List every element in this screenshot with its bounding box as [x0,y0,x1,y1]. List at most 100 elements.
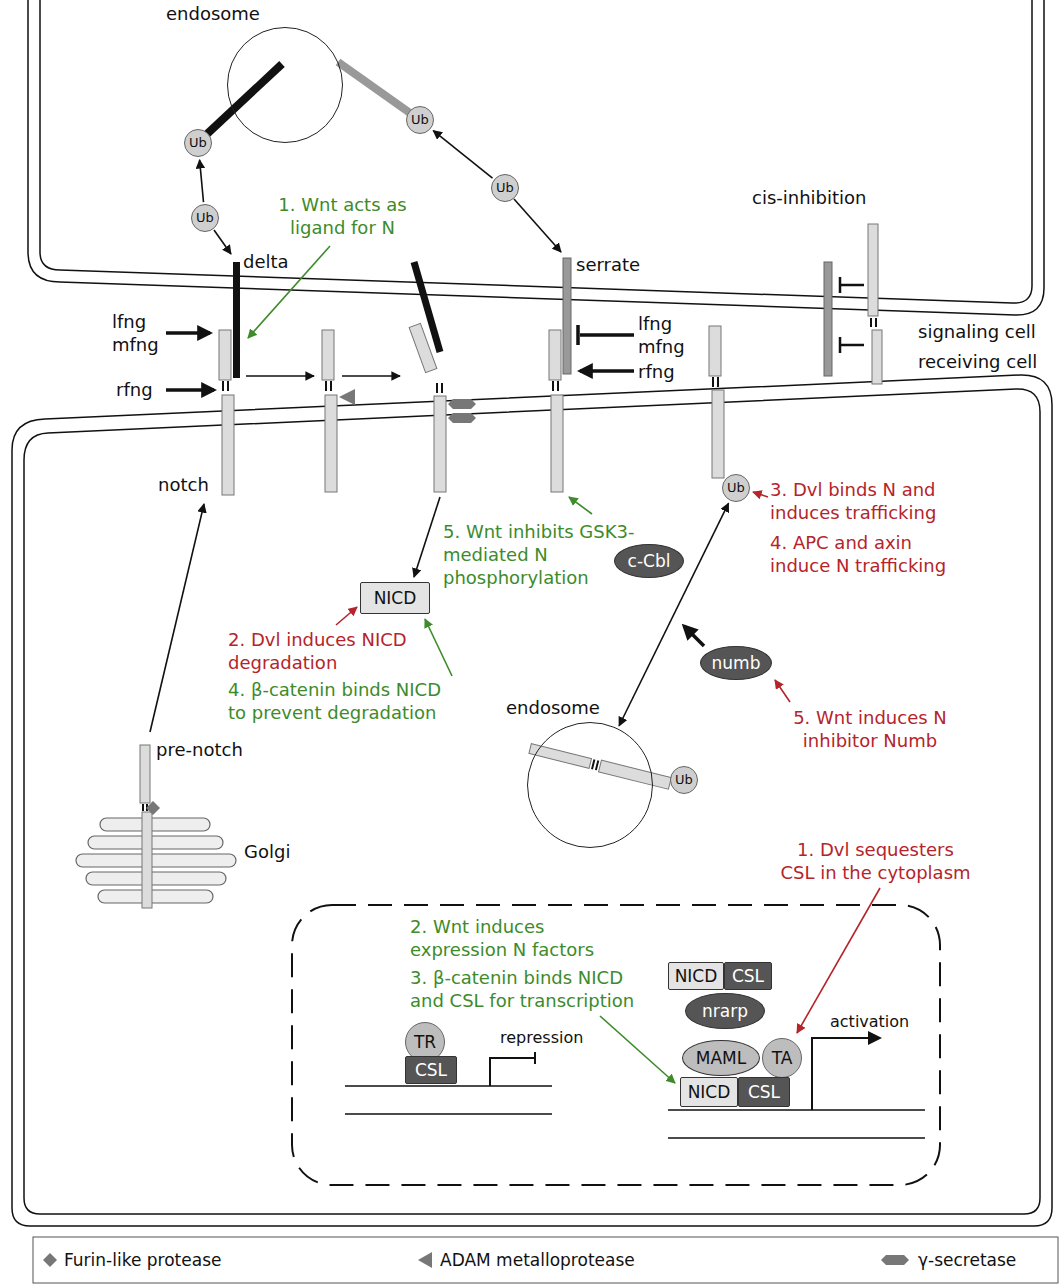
process-name: cis-inhibition [752,186,867,209]
receptor-name: pre-notch [156,738,243,761]
enzyme-name: lfng mfng [112,310,172,356]
node-label: NICD [374,589,417,608]
node-label: Ub [411,113,429,127]
protein-ellipse: numb [700,646,772,680]
cis-notch [868,224,878,316]
transmembrane-ticks [143,804,147,811]
organelle-label: endosome [166,4,260,24]
notch-extracellular [709,326,721,376]
ubiquitin-tag: Ub [722,474,750,502]
csl-box: CSL [738,1077,790,1107]
coactivator-ellipse: MAML [682,1040,760,1076]
golgi-cisterna [88,836,223,849]
signaling-cell-membrane [40,0,1032,303]
process-arrow [246,375,314,377]
ubiquitin-tag: Ub [191,204,219,232]
ligand-name: serrate [576,253,640,276]
protein-ellipse: nrarp [685,993,765,1029]
legend-entry: ADAM metalloprotease [440,1249,635,1271]
delta-ligand [207,64,282,134]
transmembrane-ticks [871,318,876,327]
endosome-vesicle: endosome [527,722,653,848]
transport-arrow [200,160,204,202]
signaling-cell-membrane [28,0,1044,315]
ubiquitin-tag: Ub [406,106,434,134]
process-arrow [342,375,400,377]
golgi-cisterna [86,872,226,885]
gamma-secretase [448,399,476,423]
serrate-ligand [563,258,571,374]
modifier-arrow [684,626,704,646]
notch-intracellular [325,395,337,492]
receiving-cell-membrane [12,375,1052,1226]
csl-box: CSL [405,1056,457,1084]
legend-entry: Furin-like protease [64,1249,221,1271]
node-label: CSL [748,1083,780,1102]
annotation-note: 1. Wnt acts as ligand for N [255,193,430,239]
process-arrows [150,199,561,732]
active-promoter [812,1038,868,1110]
enzyme-name: rfng [116,378,153,401]
node-label: CSL [732,967,764,986]
legend-box [33,1237,1058,1283]
nicd-box: NICD [668,962,724,990]
notch-extracellular [219,330,231,380]
ligand-name: delta [243,250,289,273]
gene-state: repression [500,1028,583,1048]
golgi-cisterna [98,890,213,903]
node-label: TR [414,1033,436,1052]
modifier-arrow [580,369,634,373]
notch-extracellular [549,330,561,380]
nicd-box: NICD [680,1077,738,1107]
ubiquitin-tag: Ub [491,174,519,202]
gene-state: activation [830,1012,909,1032]
annotation-note: 3. Dvl binds N and induces trafficking [770,478,1005,524]
annotation-arrow [775,680,790,702]
node-label: Ub [189,136,207,150]
notch-intracellular [222,395,234,495]
annotation-arrow [797,888,880,1033]
modifier-arrow [166,331,210,335]
legend-adam-symbol [418,1252,432,1268]
enzyme-name: rfng [638,360,675,383]
notch-intracellular [712,390,724,478]
endosome-vesicle: endosome [227,27,343,143]
legend-secretase-symbol [881,1255,909,1265]
node-label: TA [772,1049,793,1068]
node-label: Ub [675,773,693,787]
protein-ellipse: c-Cbl [614,544,684,578]
annotation-note: 3. β-catenin binds NICD and CSL for tran… [410,966,650,1012]
node-label: Ub [496,181,514,195]
annotation-note: 1. Dvl sequesters CSL in the cytoplasm [778,838,973,884]
furin-protease [146,801,160,815]
golgi-stack [76,818,236,903]
organelle-label: endosome [506,698,600,718]
illustration-part [529,744,592,769]
annotation-arrow [600,1016,675,1083]
active-promoter-head [868,1031,882,1045]
annotation-arrow [569,497,592,514]
cis-notch [872,330,882,384]
node-label: nrarp [702,1002,748,1021]
activator-circle: TA [762,1038,802,1078]
inhibition-bar [578,325,634,345]
annotation-note: 2. Wnt induces expression N factors [410,915,625,961]
process-arrow [214,230,231,254]
legend-furin-symbol [43,1253,57,1267]
transport-arrow [433,131,492,178]
legend-entry: γ-secretase [918,1249,1016,1271]
receptor-name: notch [158,473,209,496]
csl-box: CSL [724,962,772,990]
cell-name: receiving cell [918,350,1037,373]
serrate-ligand [338,62,410,113]
node-label: MAML [696,1049,746,1068]
modifier-arrows [166,325,704,646]
receiving-cell-membrane [24,389,1040,1214]
annotation-arrow [336,607,357,625]
node-label: c-Cbl [628,552,671,571]
process-arrow [514,199,561,252]
annotation-note: 4. APC and axin induce N trafficking [770,531,965,577]
annotation-note: 5. Wnt inhibits GSK3-mediated N phosphor… [443,520,673,589]
